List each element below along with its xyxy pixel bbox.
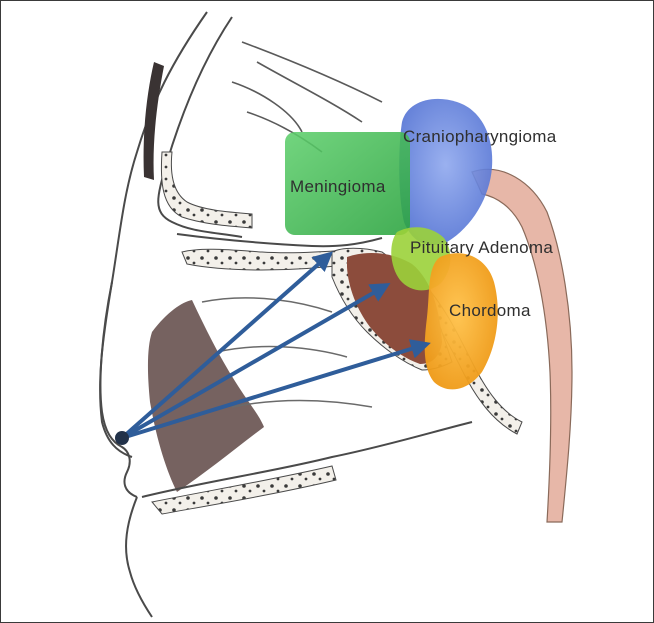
chordoma-region <box>425 253 498 389</box>
nose-outline <box>100 282 137 497</box>
nostril-entry-point <box>115 431 129 445</box>
label-pituitary-adenoma: Pituitary Adenoma <box>410 238 553 257</box>
frontal-bone-marrow <box>161 152 252 228</box>
frontal-sinus <box>144 62 164 180</box>
anterior-skull-base <box>177 234 382 246</box>
craniopharyngioma-region <box>399 99 492 245</box>
lip-outline <box>126 497 152 617</box>
label-chordoma: Chordoma <box>449 301 531 320</box>
label-craniopharyngioma: Craniopharyngioma <box>403 127 557 146</box>
label-meningioma: Meningioma <box>290 177 386 196</box>
